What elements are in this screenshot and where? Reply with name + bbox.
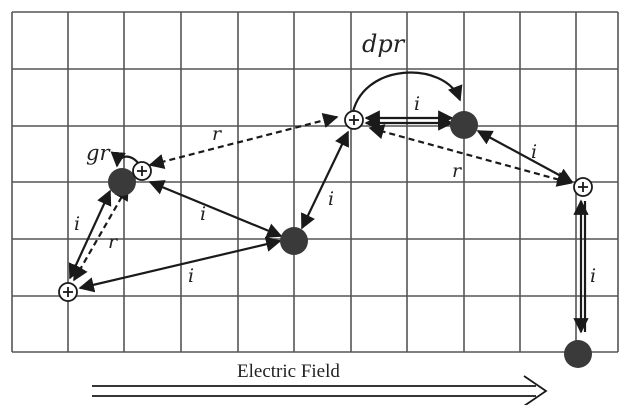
label-i-left-vertical: i	[74, 213, 80, 235]
arrow-r-left-vertical	[73, 184, 129, 282]
arrow-r-right	[368, 124, 573, 187]
label-i-right-diag: i	[531, 141, 537, 163]
label-i-center: i	[328, 188, 334, 210]
label-gr: gr	[86, 141, 111, 165]
label-i-top: i	[414, 93, 420, 115]
hole-symbol-right	[573, 177, 593, 197]
label-dpr: dpr	[362, 30, 406, 58]
dpr-curved-arrow	[350, 71, 463, 118]
label-i-left-lower: i	[188, 265, 194, 287]
electric-field-caption: Electric Field	[237, 361, 340, 382]
electron-dot-bottom-right	[564, 340, 592, 368]
label-i-left-upper: i	[200, 203, 206, 225]
electric-field-arrow	[92, 375, 548, 405]
electron-dot-top-right	[450, 111, 478, 139]
arrow-i-right-diag	[476, 130, 574, 183]
arrow-i-center-up	[301, 130, 349, 230]
arrow-r-top-left	[148, 112, 339, 170]
label-r-right: r	[452, 160, 463, 182]
label-r-left: r	[108, 231, 119, 253]
label-i-right-vertical: i	[590, 265, 596, 287]
electron-dot-center	[280, 227, 308, 255]
lattice-grid	[11, 11, 619, 353]
label-r-top: r	[212, 123, 223, 145]
hole-symbol-top-center	[344, 110, 364, 130]
hole-symbol-bottom-left	[58, 282, 78, 302]
electron-dot-left	[108, 168, 136, 196]
arrow-i-left-upper	[148, 180, 283, 238]
hole-symbol-left	[132, 161, 152, 181]
